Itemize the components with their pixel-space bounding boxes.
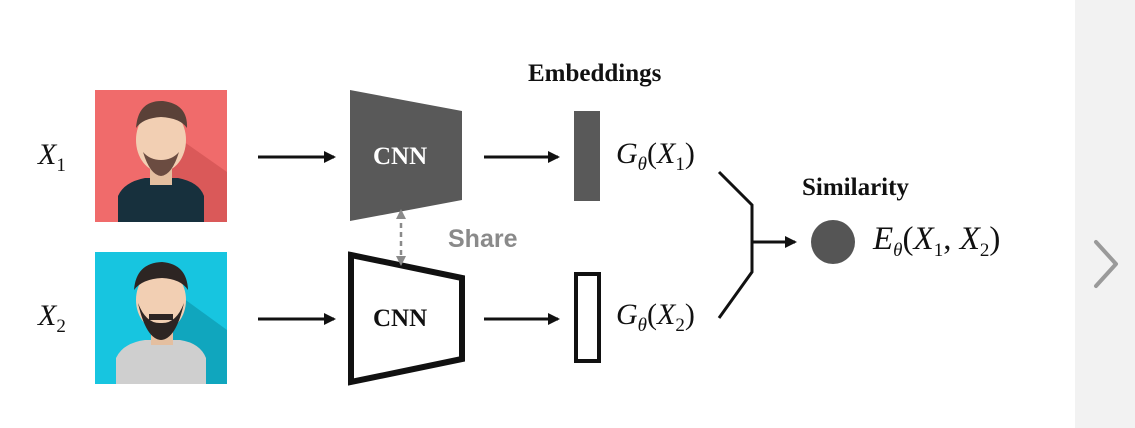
cnn-top-block — [350, 90, 462, 221]
merge-bracket — [717, 170, 754, 319]
chevron-right-icon[interactable] — [1088, 236, 1122, 292]
input-label-x1: X1 — [38, 138, 66, 176]
similarity-label: Eθ(X1, X2) — [873, 221, 1001, 261]
embedding-bar-2 — [574, 272, 601, 363]
embedding-bar-1 — [574, 111, 600, 201]
share-label: Share — [448, 225, 518, 253]
cnn-top-label: CNN — [373, 143, 428, 170]
cnn-bottom-block — [348, 251, 465, 386]
cnn-bottom-label: CNN — [373, 305, 428, 332]
bearded-man-avatar-icon — [95, 252, 227, 384]
embedding-label-g2: Gθ(X2) — [616, 298, 695, 336]
embeddings-title: Embeddings — [528, 60, 662, 87]
man-avatar-icon — [95, 90, 227, 222]
similarity-dot — [811, 220, 855, 264]
input-label-x2: X2 — [38, 299, 66, 337]
embedding-label-g1: Gθ(X1) — [616, 137, 695, 175]
similarity-title: Similarity — [802, 174, 909, 201]
